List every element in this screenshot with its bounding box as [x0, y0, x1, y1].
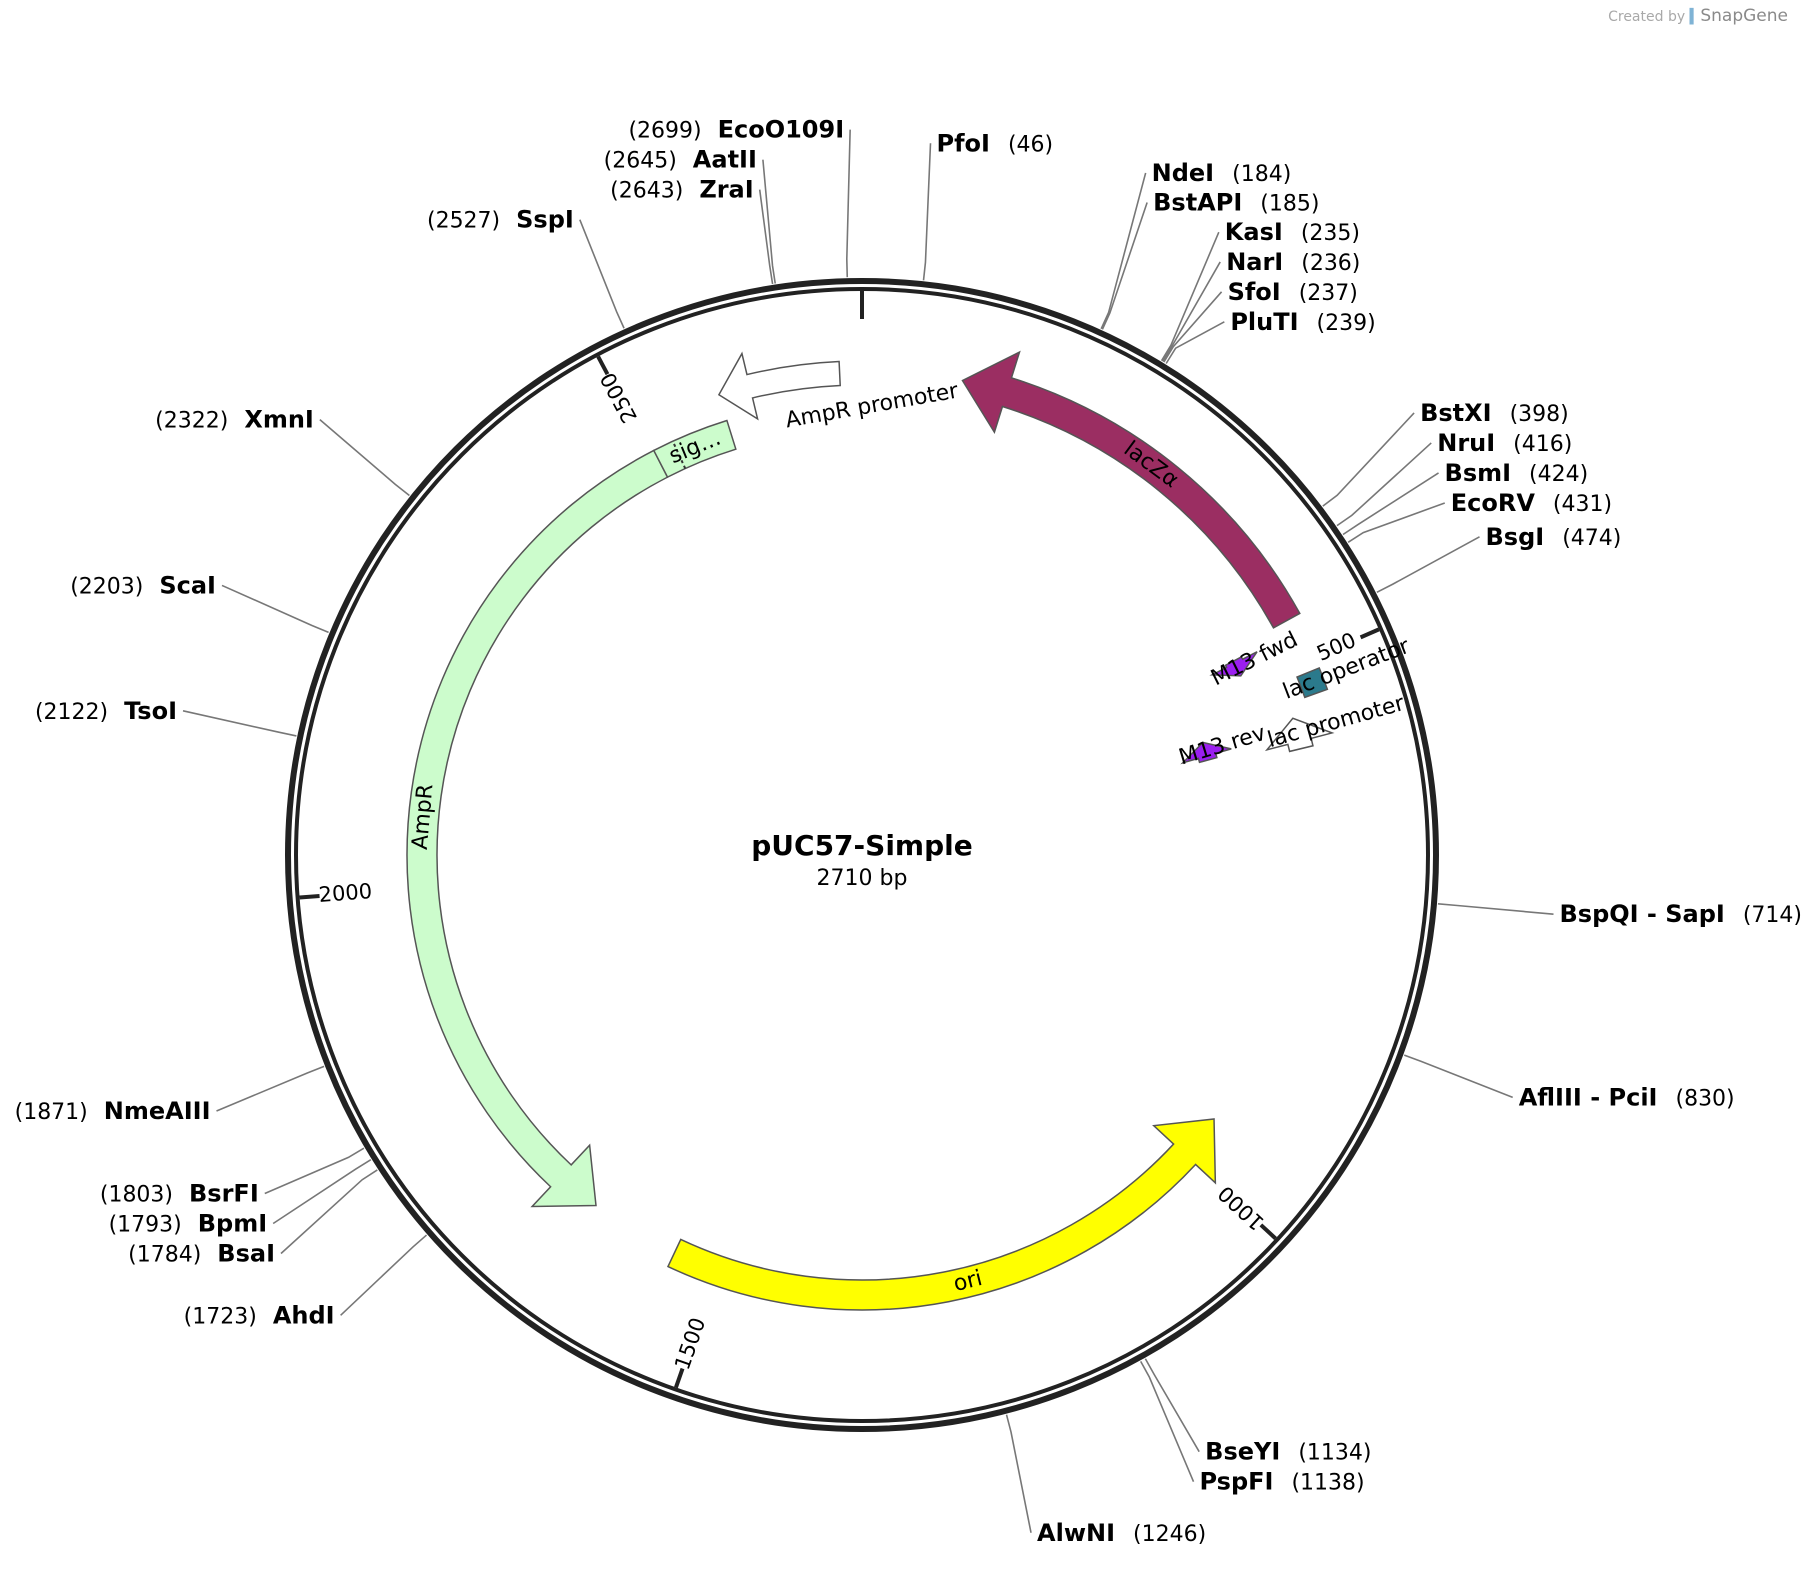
tick-label-3: 1500: [670, 1314, 710, 1372]
restriction-site-labels: (2699)EcoO109I PfoI(46) (2645)AatII(2643)Z…: [15, 116, 1802, 1547]
site-leader-scai: [221, 584, 329, 634]
site-leader-afliii-pcii: [1403, 1054, 1513, 1099]
site-label-scai[interactable]: (2203)ScaI: [70, 571, 216, 599]
site-leader-bstapi: [1101, 202, 1148, 330]
site-leader-bseyi: [1144, 1358, 1200, 1453]
site-label-bpmi[interactable]: (1793)BpmI: [109, 1210, 268, 1238]
site-label-pluti[interactable]: PluTI(239): [1230, 308, 1375, 336]
feature-m13-rev[interactable]: [1180, 741, 1232, 765]
feature-ampr-promoter[interactable]: [717, 351, 841, 421]
snapgene-credit: Created by ▍SnapGene: [1608, 6, 1788, 26]
site-leader-ecoo109i: [846, 129, 851, 278]
site-leader-nrui: [1336, 442, 1432, 527]
site-label-bsgi[interactable]: BsgI(474): [1486, 523, 1622, 551]
site-leader-bsai: [280, 1169, 378, 1255]
site-label-ecorv[interactable]: EcoRV(431): [1451, 489, 1612, 517]
site-leader-pluti: [1165, 321, 1225, 364]
site-label-nmeaiii[interactable]: (1871)NmeAIII: [15, 1097, 211, 1125]
site-leader-pfoi: [922, 143, 932, 281]
credit-brand: SnapGene: [1700, 6, 1788, 26]
plasmid-backbone: [285, 278, 1439, 1432]
site-leader-bstxi: [1322, 412, 1415, 507]
site-leader-xmni: [319, 419, 410, 497]
site-label-pspfi[interactable]: PspFI(1138): [1200, 1468, 1365, 1496]
site-leader-ecorv: [1347, 502, 1446, 544]
site-leader-nari: [1162, 261, 1221, 362]
tick-mark-1: [1359, 627, 1380, 640]
feature-m13-fwd[interactable]: [1209, 651, 1258, 677]
tick-label-2: 1000: [1213, 1181, 1269, 1235]
tick-mark-4: [299, 893, 320, 900]
site-leader-bsmi: [1342, 472, 1439, 536]
plasmid-center-label: pUC57-Simple 2710 bp: [751, 829, 972, 891]
site-leader-bsrfi: [264, 1147, 365, 1195]
site-label-zrai[interactable]: (2643)ZraI: [610, 176, 754, 204]
tick-label-4: 2000: [318, 879, 373, 907]
site-leader-bpmi: [272, 1159, 372, 1225]
site-label-kasi[interactable]: KasI(235): [1225, 218, 1360, 246]
site-leader-bsgi: [1376, 536, 1480, 594]
site-label-nrui[interactable]: NruI(416): [1437, 429, 1572, 457]
site-label-pfoi[interactable]: PfoI(46): [937, 129, 1054, 157]
site-label-afliii-pcii[interactable]: AflIII - PciI(830): [1519, 1083, 1735, 1111]
feature-lacz[interactable]: [961, 350, 1301, 629]
sig-divider: [671, 440, 687, 469]
feature-label-m13-rev: M13 rev: [1176, 721, 1269, 771]
site-label-xmni[interactable]: (2322)XmnI: [155, 406, 314, 434]
site-label-ahdi[interactable]: (1723)AhdI: [184, 1301, 335, 1329]
site-leader-lines: [182, 129, 1554, 1533]
feature-lac-operator[interactable]: [1296, 666, 1329, 699]
site-label-bsmi[interactable]: BsmI(424): [1445, 459, 1589, 487]
site-label-bspqi-sapi[interactable]: BspQI - SapI(714): [1559, 900, 1802, 928]
site-leader-sfoi: [1163, 291, 1223, 363]
site-leader-bspqi-sapi: [1437, 903, 1554, 915]
plasmid-size: 2710 bp: [817, 866, 908, 891]
site-leader-tsoi: [182, 710, 297, 737]
site-leader-pspfi: [1139, 1360, 1195, 1482]
site-leader-nmeaiii: [216, 1065, 325, 1112]
site-label-tsoi[interactable]: (2122)TsoI: [35, 697, 177, 725]
site-label-alwni[interactable]: AlwNI(1246): [1037, 1519, 1206, 1547]
site-label-bseyi[interactable]: BseYI(1134): [1205, 1438, 1371, 1466]
tick-label-5: 2500: [596, 368, 642, 426]
site-leader-kasi: [1160, 231, 1220, 362]
site-label-aatii[interactable]: (2645)AatII: [604, 146, 757, 174]
site-leader-ndei: [1100, 172, 1147, 330]
feature-ampr[interactable]: [406, 449, 669, 1208]
site-label-sfoi[interactable]: SfoI(237): [1228, 278, 1358, 306]
credit-prefix: Created by: [1608, 9, 1686, 25]
site-leader-ahdi: [340, 1234, 428, 1316]
snapgene-logo-icon: ▍: [1689, 9, 1701, 25]
site-label-bstxi[interactable]: BstXI(398): [1420, 399, 1569, 427]
site-label-nari[interactable]: NarI(236): [1226, 248, 1360, 276]
plasmid-name: pUC57-Simple: [751, 829, 972, 862]
site-leader-zrai: [758, 189, 774, 285]
feature-sig[interactable]: [652, 419, 737, 479]
feature-lac-promoter[interactable]: [1264, 717, 1335, 753]
site-leader-sspi: [579, 219, 625, 329]
site-label-bsrfi[interactable]: (1803)BsrFI: [100, 1180, 259, 1208]
tick-mark-2: [1259, 1223, 1277, 1240]
site-leader-alwni: [1005, 1414, 1032, 1533]
site-label-sspi[interactable]: (2527)SspI: [427, 206, 574, 234]
site-label-ndei[interactable]: NdeI(184): [1152, 159, 1292, 187]
tick-mark-3: [674, 1367, 685, 1389]
site-label-bsai[interactable]: (1784)BsaI: [128, 1240, 275, 1268]
feature-ori[interactable]: [666, 1118, 1217, 1311]
feature-label-ampr: AmpR: [408, 783, 439, 851]
site-leader-aatii: [762, 159, 777, 284]
site-label-bstapi[interactable]: BstAPI(185): [1153, 189, 1319, 217]
tick-mark-5: [596, 355, 610, 376]
site-label-ecoo109i[interactable]: (2699)EcoO109I: [628, 116, 844, 144]
